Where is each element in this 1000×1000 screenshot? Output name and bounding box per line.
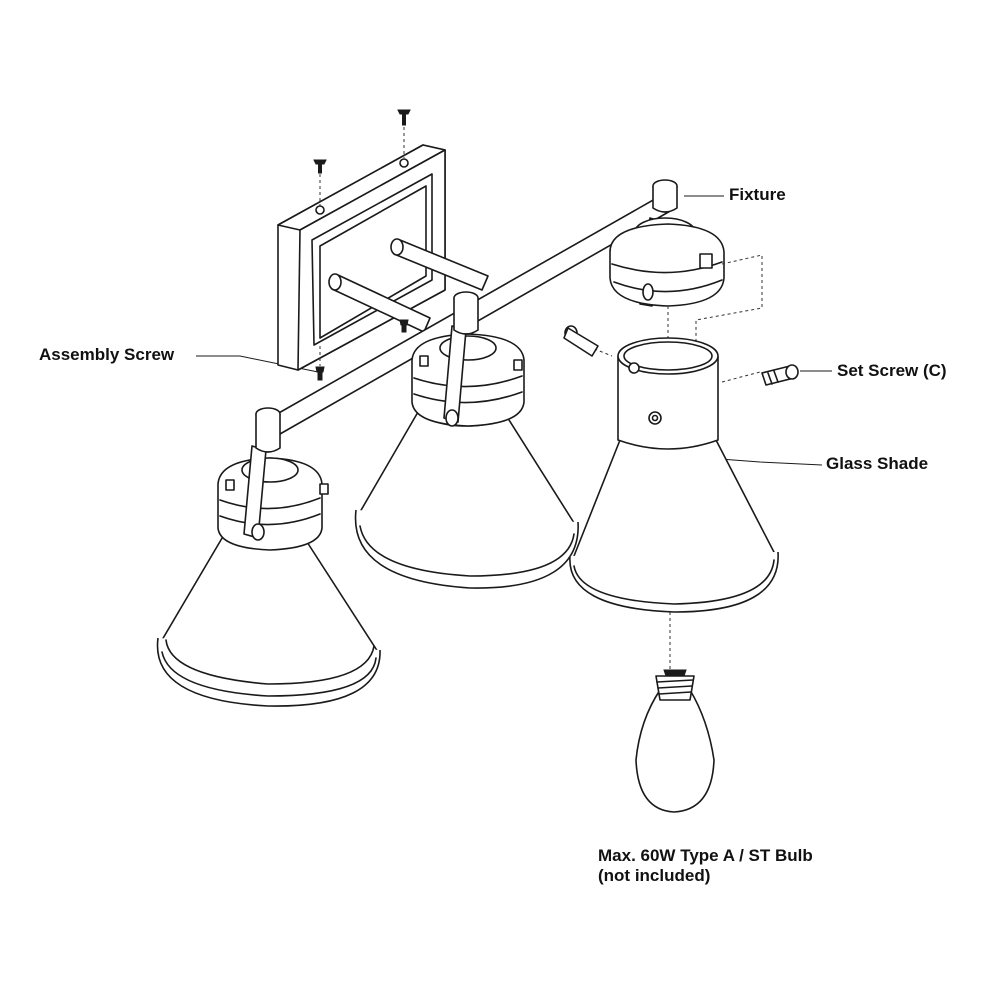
set-screw bbox=[563, 325, 599, 357]
fixture-knuckle-right bbox=[609, 179, 725, 307]
wall-plate bbox=[277, 144, 446, 371]
fixture-left bbox=[156, 407, 381, 707]
assembly-screw bbox=[315, 319, 409, 381]
fixture-middle bbox=[354, 291, 579, 589]
fixture-label: Fixture bbox=[729, 185, 786, 204]
glass-shade-label: Glass Shade bbox=[826, 454, 929, 473]
mounting-screw bbox=[397, 109, 411, 158]
mounting-screw bbox=[313, 159, 327, 206]
bulb-label: Max. 60W Type A / ST Bulb (not included) bbox=[598, 846, 813, 887]
set-screw-label: Set Screw (C) bbox=[837, 361, 947, 380]
set-screw bbox=[761, 364, 799, 386]
glass-shade-right bbox=[569, 337, 779, 613]
bulb-label-line2: (not included) bbox=[598, 866, 711, 886]
light-bulb bbox=[635, 669, 715, 813]
assembly-screw-label: Assembly Screw bbox=[39, 345, 175, 364]
bulb-label-line1: Max. 60W Type A / ST Bulb bbox=[598, 846, 813, 865]
cross-arm bbox=[328, 238, 489, 333]
